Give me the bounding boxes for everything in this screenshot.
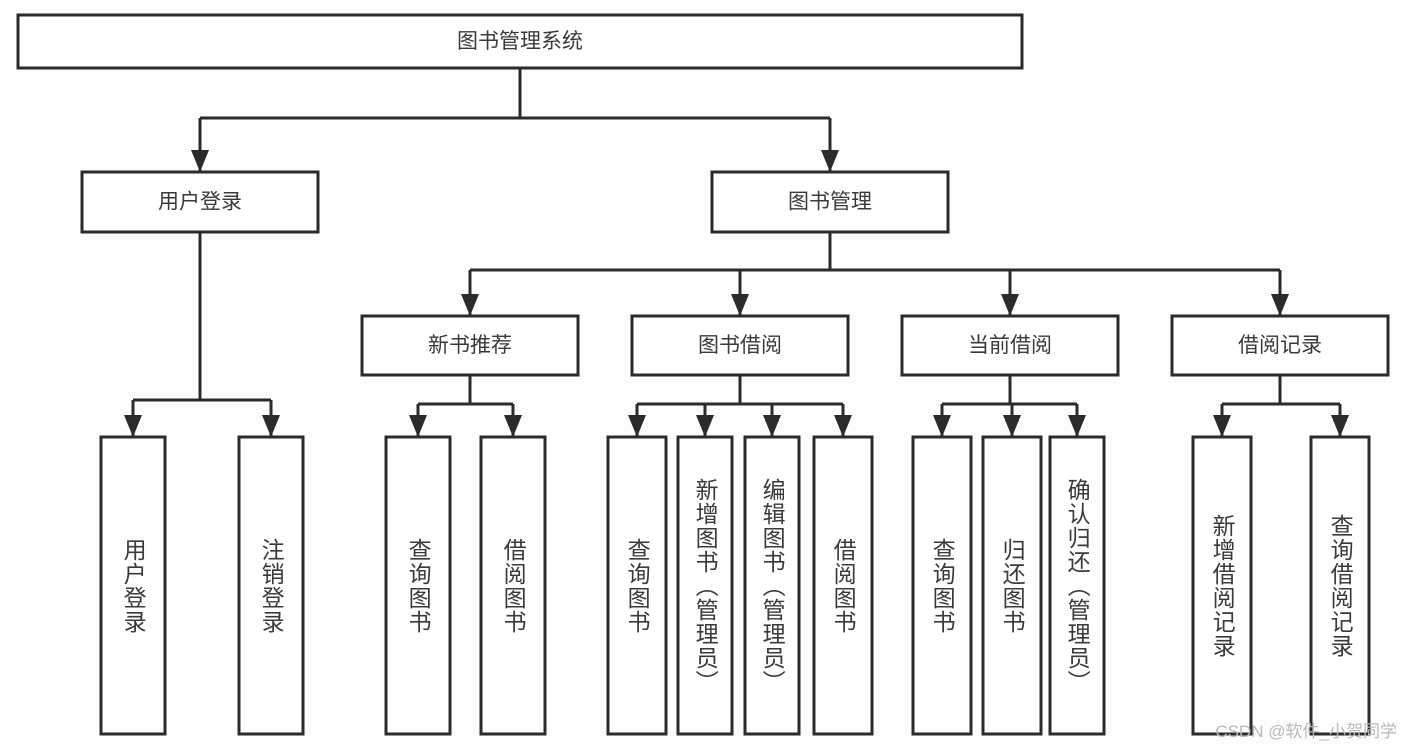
node-box-leaf-confirm-return[interactable] bbox=[1048, 435, 1106, 736]
node-label-book-manage: 图书管理 bbox=[788, 191, 872, 214]
arrow-head-icon bbox=[124, 415, 142, 437]
connectors-layer bbox=[124, 68, 1349, 437]
arrow-head-icon bbox=[461, 294, 479, 316]
node-box-leaf-add-borrow-record[interactable] bbox=[1191, 435, 1253, 736]
node-label-book-borrow: 图书借阅 bbox=[698, 334, 782, 357]
node-box-leaf-borrow-book-recommend[interactable] bbox=[479, 435, 547, 736]
node-box-leaf-add-book[interactable] bbox=[676, 435, 734, 736]
arrow-head-icon bbox=[1271, 294, 1289, 316]
node-box-leaf-logout[interactable] bbox=[237, 435, 305, 736]
node-box-new-book-recommend[interactable] bbox=[360, 314, 580, 377]
node-label-user-login: 用户登录 bbox=[158, 191, 242, 214]
arrow-head-icon bbox=[628, 415, 646, 437]
node-box-leaf-borrow-book[interactable] bbox=[812, 435, 874, 736]
arrow-head-icon bbox=[1001, 294, 1019, 316]
arrow-head-icon bbox=[696, 415, 714, 437]
arrow-head-icon bbox=[191, 150, 209, 172]
arrow-head-icon bbox=[834, 415, 852, 437]
arrow-head-icon bbox=[1213, 415, 1231, 437]
node-box-leaf-edit-book[interactable] bbox=[743, 435, 801, 736]
node-box-root[interactable] bbox=[16, 13, 1024, 70]
node-box-book-borrow[interactable] bbox=[630, 314, 850, 377]
arrow-head-icon bbox=[504, 415, 522, 437]
node-box-user-login[interactable] bbox=[80, 170, 320, 234]
arrow-head-icon bbox=[1331, 415, 1349, 437]
node-label-new-book-recommend: 新书推荐 bbox=[428, 334, 512, 357]
watermark-text: CSDN @软件_小贺同学 bbox=[1215, 722, 1397, 741]
arrow-head-icon bbox=[933, 415, 951, 437]
boxes-layer bbox=[16, 13, 1390, 736]
node-box-leaf-return-book[interactable] bbox=[981, 435, 1043, 736]
arrow-head-icon bbox=[1003, 415, 1021, 437]
arrow-head-icon bbox=[1068, 415, 1086, 437]
node-box-leaf-query-book-current[interactable] bbox=[911, 435, 973, 736]
node-box-leaf-query-borrow-record[interactable] bbox=[1309, 435, 1371, 736]
node-box-leaf-user-login[interactable] bbox=[99, 435, 167, 736]
arrow-head-icon bbox=[821, 150, 839, 172]
node-box-current-borrow[interactable] bbox=[900, 314, 1120, 377]
arrow-head-icon bbox=[763, 415, 781, 437]
arrow-head-icon bbox=[262, 415, 280, 437]
node-box-book-manage[interactable] bbox=[710, 170, 950, 234]
node-box-borrow-record[interactable] bbox=[1170, 314, 1390, 377]
arrow-head-icon bbox=[731, 294, 749, 316]
node-label-borrow-record: 借阅记录 bbox=[1238, 334, 1322, 357]
node-box-leaf-query-book-recommend[interactable] bbox=[384, 435, 452, 736]
node-label-current-borrow: 当前借阅 bbox=[968, 334, 1052, 357]
node-box-leaf-query-book-borrow[interactable] bbox=[606, 435, 668, 736]
arrow-head-icon bbox=[409, 415, 427, 437]
node-label-root: 图书管理系统 bbox=[457, 30, 583, 53]
